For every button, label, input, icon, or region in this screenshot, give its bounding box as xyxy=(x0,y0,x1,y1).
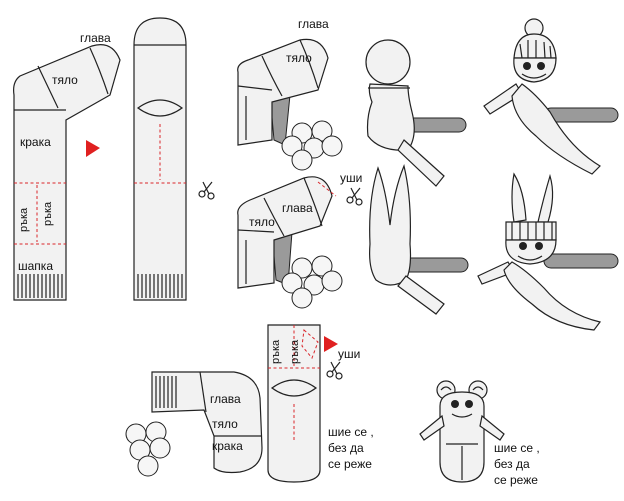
arrow-right-icon xyxy=(324,336,338,352)
label-body-4: тяло xyxy=(249,215,275,229)
sock-2-cut xyxy=(133,17,187,301)
label-arm-10a: ръка xyxy=(270,339,282,364)
bunny-with-hat xyxy=(477,172,619,331)
cotton-balls-3 xyxy=(125,421,171,477)
sew-note-1-line-3: се реже xyxy=(328,457,372,471)
label-ears-10: уши xyxy=(338,347,360,361)
label-ears-4: уши xyxy=(340,171,362,185)
scissors-icon xyxy=(198,181,215,200)
sock-1-sections: глава тяло крака ръка ръка шапка xyxy=(13,31,121,301)
sew-note-1-line-2: без да xyxy=(328,441,364,455)
label-arm-1b: ръка xyxy=(42,201,54,226)
label-arm-1a: ръка xyxy=(18,207,30,232)
label-arm-10b: ръка xyxy=(289,339,301,364)
tall-sock-arms: ръка ръка xyxy=(267,324,321,483)
label-legs-1: крака xyxy=(20,135,51,149)
scissors-icon xyxy=(326,361,343,380)
label-head-9: глава xyxy=(210,392,241,406)
sew-note-2-line-2: без да xyxy=(494,457,530,471)
scissors-icon xyxy=(346,187,363,206)
sew-note-1: шие се , без да се реже xyxy=(328,425,374,471)
label-head-3: глава xyxy=(298,17,329,31)
sew-note-2: шие се , без да се реже xyxy=(494,441,540,487)
arrow-right-icon xyxy=(86,140,100,157)
label-body-9: тяло xyxy=(212,417,238,431)
label-body-3: тяло xyxy=(286,51,312,65)
label-hat-1: шапка xyxy=(18,259,53,273)
bottom-sock-layout: глава тяло крака xyxy=(151,371,263,474)
sew-note-2-line-1: шие се , xyxy=(494,441,540,455)
bent-sock-stuffed: глава тяло xyxy=(237,17,329,146)
sew-note-2-line-3: се реже xyxy=(494,473,538,487)
doll-with-hat xyxy=(483,18,619,175)
cotton-balls-1 xyxy=(281,120,343,171)
label-legs-9: крака xyxy=(212,439,243,453)
label-head-4: глава xyxy=(282,201,313,215)
doll-plain xyxy=(365,39,467,187)
cotton-balls-2 xyxy=(281,255,343,309)
bent-sock-ears: уши глава тяло xyxy=(237,171,362,289)
bunny-plain xyxy=(369,164,469,315)
sew-note-1-line-1: шие се , xyxy=(328,425,374,439)
bear-doll xyxy=(419,380,505,483)
label-body-1: тяло xyxy=(52,73,78,87)
label-head-1: глава xyxy=(80,31,111,45)
